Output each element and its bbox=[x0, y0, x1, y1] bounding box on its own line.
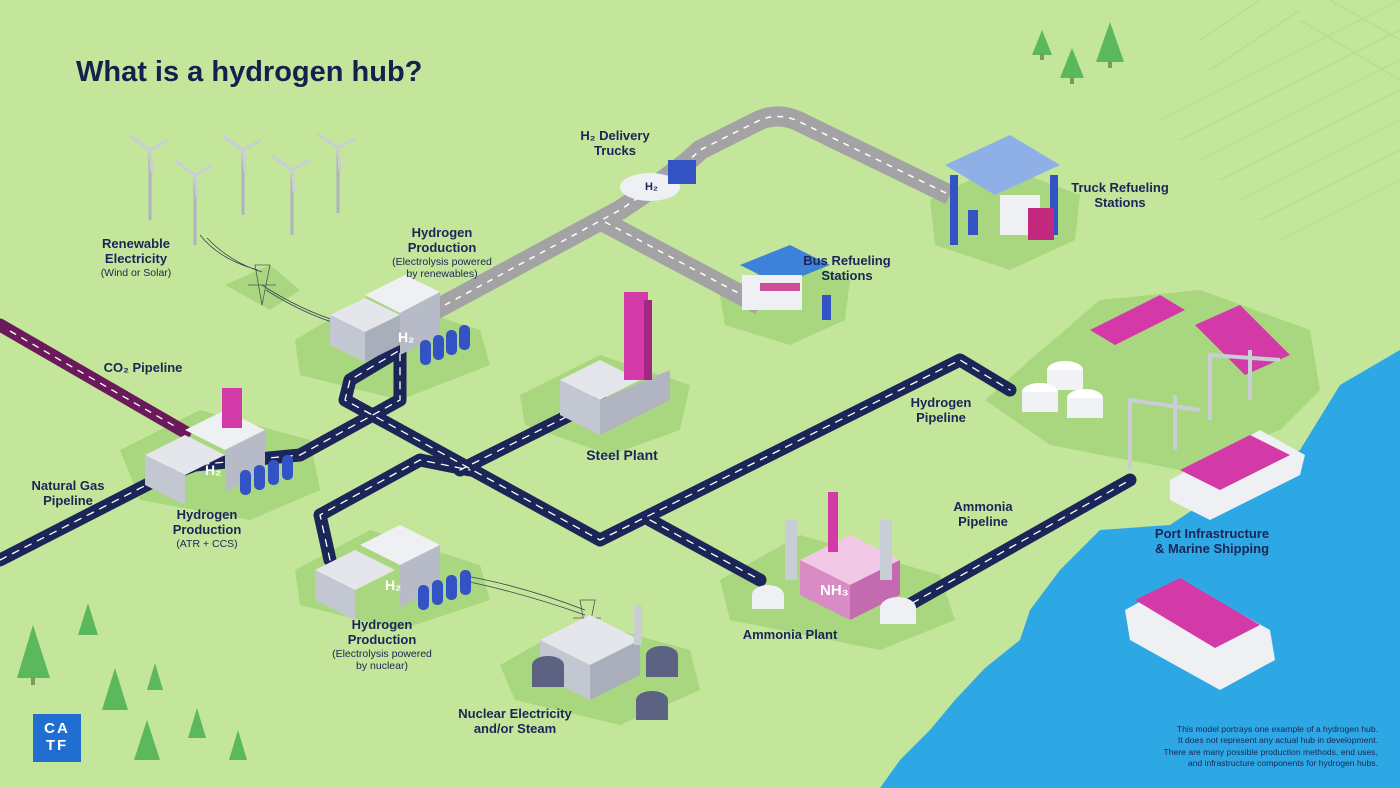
farmland bbox=[1159, 0, 1400, 241]
nuclear-plant-building bbox=[532, 605, 678, 720]
page-title: What is a hydrogen hub? bbox=[76, 56, 423, 88]
label-sub: (Electrolysis powered bbox=[332, 647, 432, 660]
label-ammonia-pipeline: Ammonia Pipeline bbox=[938, 499, 1028, 530]
disclaimer-line: and infrastructure components for hydrog… bbox=[1187, 758, 1378, 769]
h2-production-atr: H₂ bbox=[145, 388, 293, 505]
disclaimer-line: It does not represent any actual hub in … bbox=[1177, 735, 1378, 746]
catf-logo: CA TF bbox=[33, 714, 81, 762]
label-bus-refueling: Bus Refueling Stations bbox=[792, 253, 902, 284]
h2-mark: H₂ bbox=[398, 329, 414, 345]
h2-delivery-truck: H₂ bbox=[620, 160, 696, 201]
label-title: Stations bbox=[821, 268, 873, 284]
h2-mark: H₂ bbox=[645, 181, 658, 193]
label-h2-production-renewables: Hydrogen Production (Electrolysis powere… bbox=[380, 225, 504, 280]
label-renewable-electricity: Renewable Electricity (Wind or Solar) bbox=[92, 236, 180, 279]
ammonia-plant-building: NH₃ bbox=[752, 492, 916, 624]
label-nuclear: Nuclear Electricity and/or Steam bbox=[446, 706, 584, 737]
label-sub: by renewables) bbox=[406, 268, 478, 281]
logo-text: CA bbox=[44, 720, 70, 737]
wind-turbines bbox=[129, 132, 357, 245]
label-title: Electricity bbox=[104, 251, 168, 267]
label-sub: by nuclear) bbox=[356, 660, 408, 673]
label-title: and/or Steam bbox=[473, 721, 557, 737]
label-title: Steel Plant bbox=[586, 447, 658, 463]
label-h2-production-nuclear: Hydrogen Production (Electrolysis powere… bbox=[320, 617, 444, 672]
label-title: Hydrogen bbox=[351, 617, 413, 632]
nh3-mark: NH₃ bbox=[820, 582, 849, 599]
label-h2-delivery-trucks: H₂ Delivery Trucks bbox=[570, 128, 660, 159]
trees bbox=[17, 22, 1124, 760]
label-sub: (ATR + CCS) bbox=[176, 537, 238, 550]
label-title: Trucks bbox=[594, 143, 636, 159]
disclaimer: This model portrays one example of a hyd… bbox=[1118, 724, 1379, 769]
label-title: Truck Refueling bbox=[1071, 180, 1169, 195]
label-title: H₂ Delivery bbox=[580, 128, 650, 143]
truck-refueling-station bbox=[945, 135, 1060, 245]
steel-plant-building bbox=[560, 292, 670, 435]
label-title: Production bbox=[407, 240, 477, 256]
label-port: Port Infrastructure & Marine Shipping bbox=[1134, 526, 1290, 557]
label-steel-plant: Steel Plant bbox=[566, 447, 678, 464]
port-infrastructure bbox=[1022, 295, 1305, 690]
label-title: Hydrogen bbox=[910, 395, 972, 410]
label-title: Pipeline bbox=[916, 410, 966, 426]
h2-production-renewables: H₂ bbox=[330, 275, 470, 365]
label-truck-refueling: Truck Refueling Stations bbox=[1060, 180, 1180, 211]
label-sub: (Electrolysis powered bbox=[392, 255, 492, 268]
water bbox=[880, 350, 1400, 788]
disclaimer-line: There are many possible production metho… bbox=[1163, 746, 1379, 757]
label-title: Nuclear Electricity bbox=[458, 706, 572, 721]
h2-mark: H₂ bbox=[385, 577, 401, 593]
label-natural-gas-pipeline: Natural Gas Pipeline bbox=[20, 478, 116, 509]
h2-mark: H₂ bbox=[205, 462, 221, 478]
label-title: Renewable bbox=[102, 236, 170, 251]
h2-production-nuclear: H₂ bbox=[315, 525, 471, 620]
label-title: Port Infrastructure bbox=[1154, 526, 1270, 541]
logo-text: TF bbox=[45, 737, 69, 754]
label-hydrogen-pipeline: Hydrogen Pipeline bbox=[896, 395, 986, 426]
label-ammonia-plant: Ammonia Plant bbox=[728, 627, 852, 642]
label-title: Ammonia bbox=[953, 499, 1013, 514]
label-title: Ammonia Plant bbox=[742, 627, 838, 642]
label-title: Production bbox=[347, 632, 417, 648]
label-title: Stations bbox=[1094, 195, 1146, 211]
label-title: Bus Refueling bbox=[803, 253, 891, 268]
label-title: Hydrogen bbox=[411, 225, 473, 240]
label-title: Pipeline bbox=[43, 493, 93, 509]
disclaimer-line: This model portrays one example of a hyd… bbox=[1176, 724, 1378, 734]
label-title: CO₂ Pipeline bbox=[103, 360, 183, 375]
label-title: Natural Gas bbox=[31, 478, 105, 493]
bus-refueling-station bbox=[740, 245, 831, 320]
co2-pipeline bbox=[0, 318, 192, 439]
power-lines bbox=[199, 234, 601, 641]
label-h2-production-atr: Hydrogen Production (ATR + CCS) bbox=[152, 507, 262, 550]
label-title: & Marine Shipping bbox=[1154, 541, 1270, 557]
label-title: Hydrogen bbox=[176, 507, 238, 522]
label-sub: (Wind or Solar) bbox=[100, 266, 172, 279]
label-title: Production bbox=[172, 522, 242, 538]
label-co2-pipeline: CO₂ Pipeline bbox=[88, 360, 198, 375]
label-title: Pipeline bbox=[958, 514, 1008, 530]
